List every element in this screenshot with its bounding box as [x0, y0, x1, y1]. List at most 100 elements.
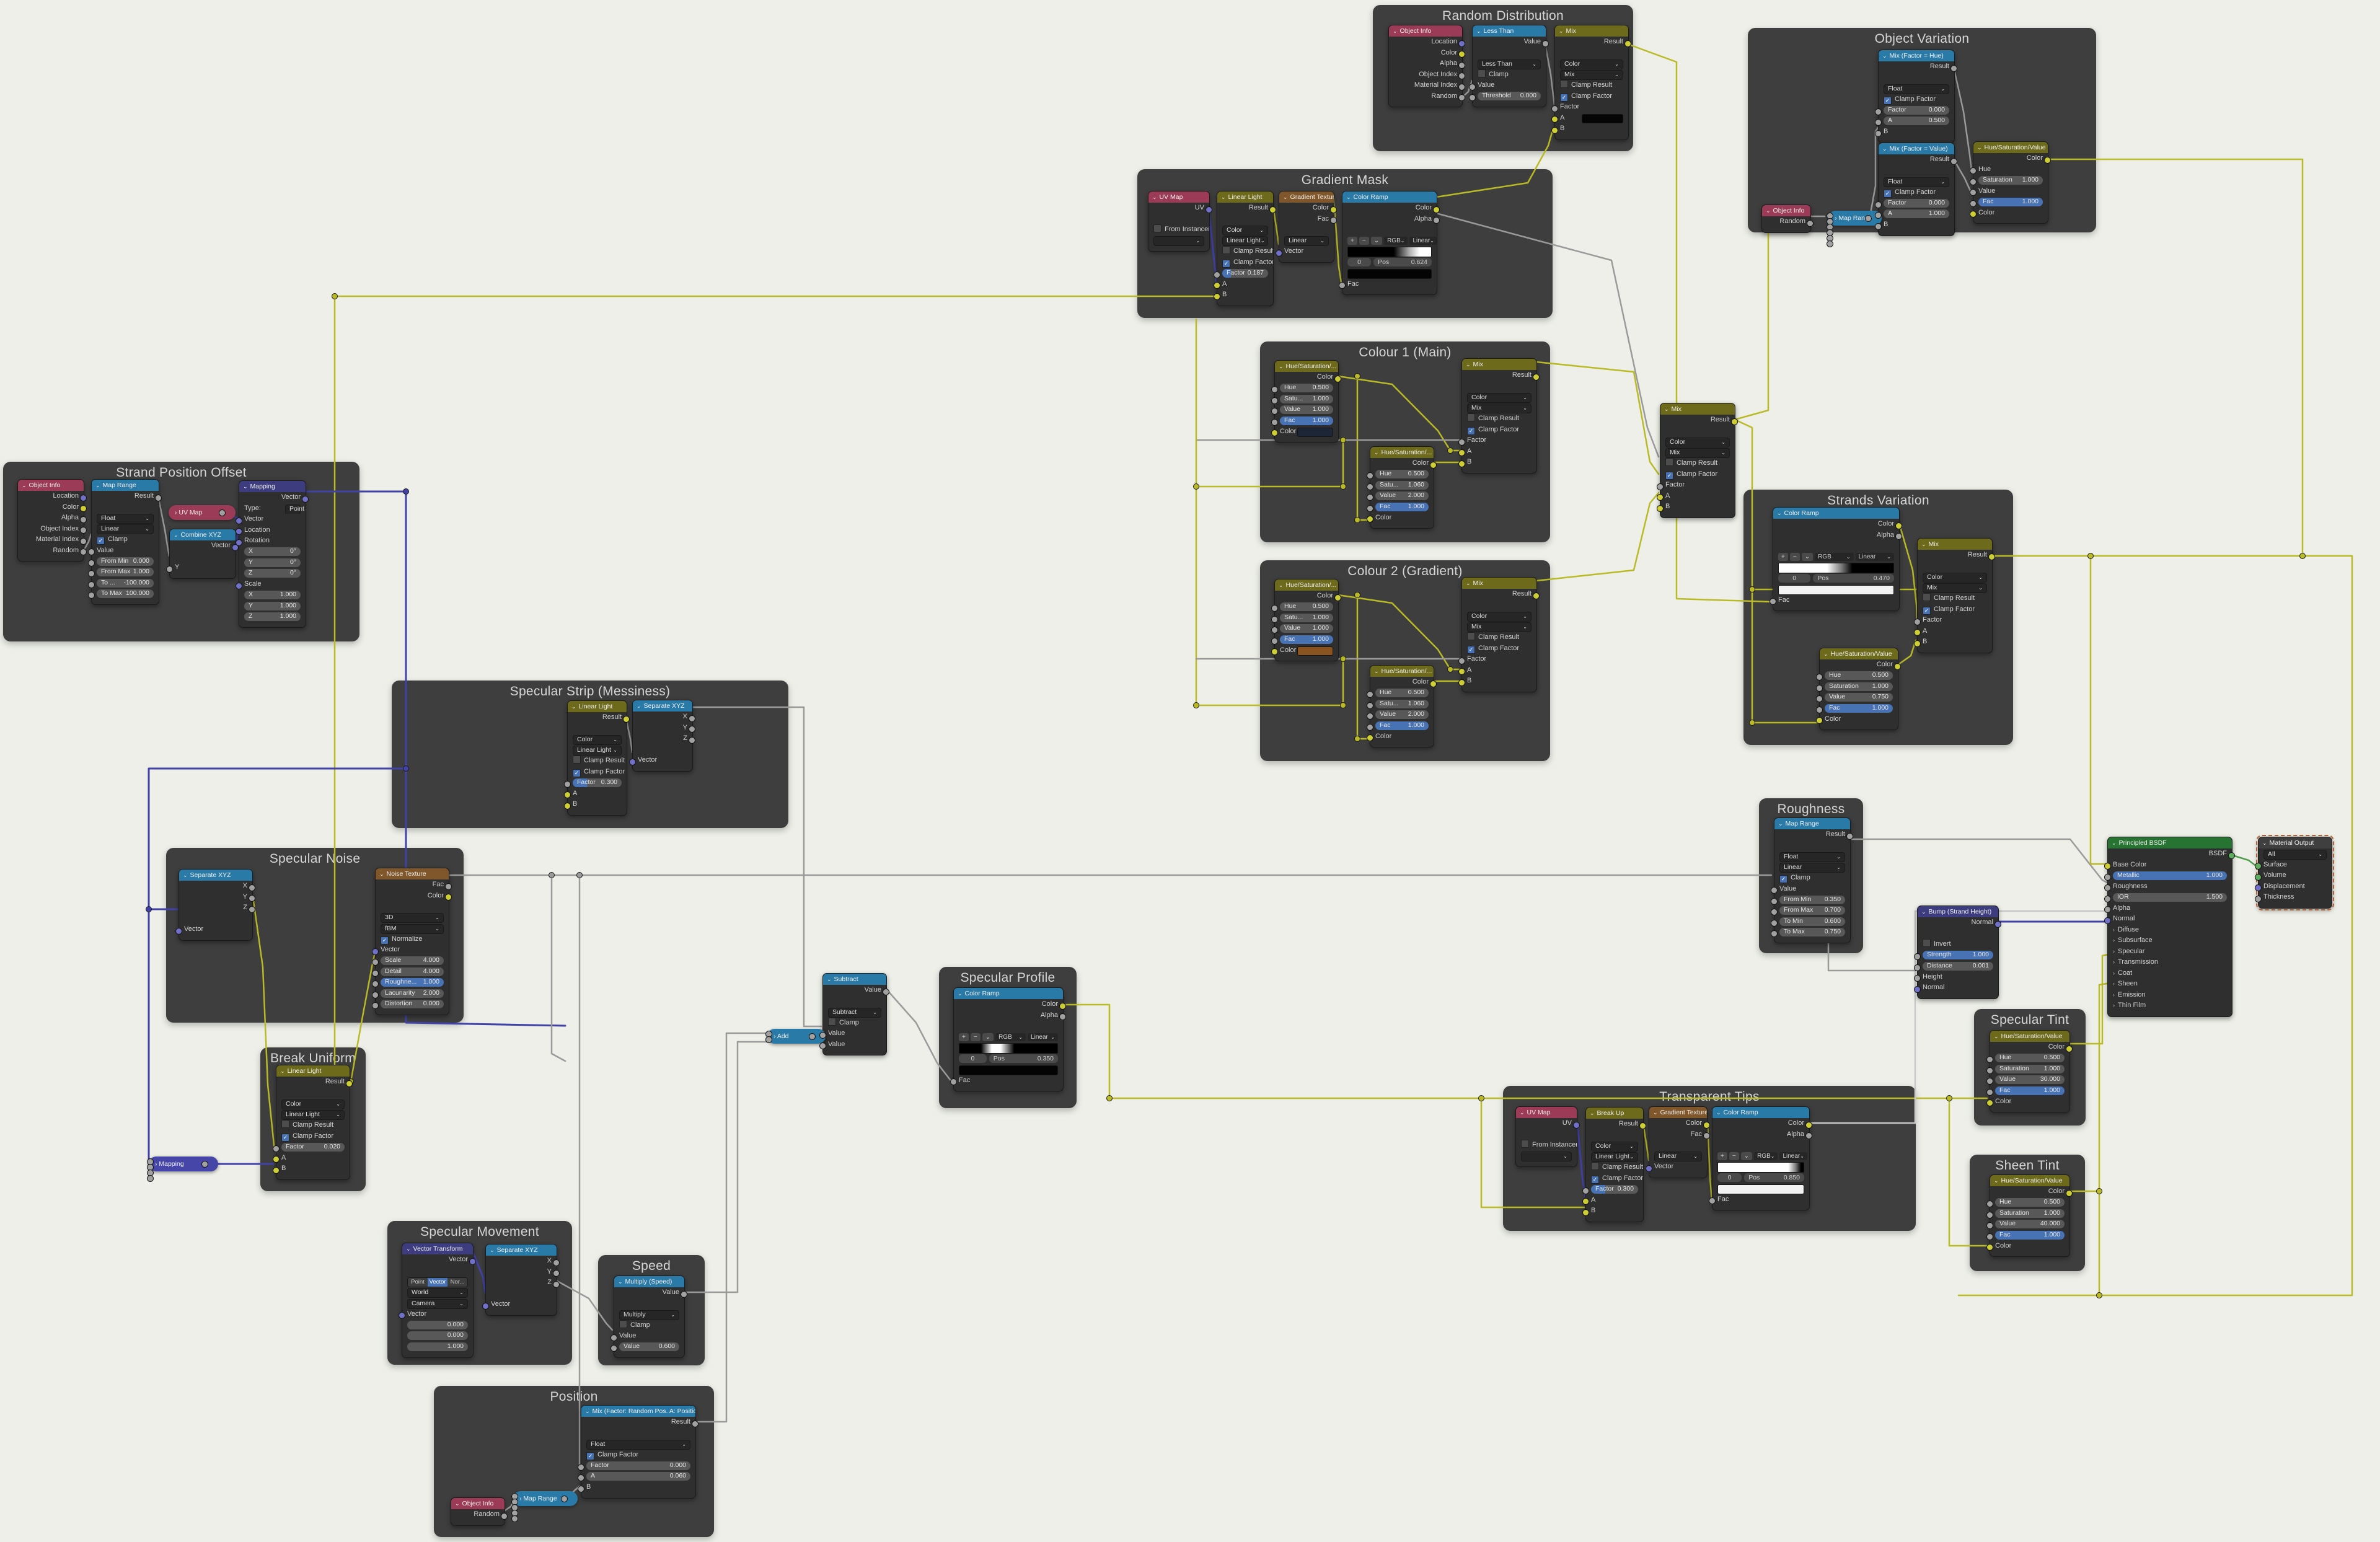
checkbox[interactable]: ✓: [1884, 96, 1892, 105]
collapse-icon[interactable]: ⌄: [1994, 1033, 1999, 1039]
socket[interactable]: [1771, 887, 1778, 894]
socket[interactable]: [1271, 615, 1278, 623]
collapse-icon[interactable]: ⌄: [2112, 840, 2117, 846]
node-header[interactable]: ⌄Hue/Saturation/Value: [1820, 648, 1898, 659]
reroute-node[interactable]: [1354, 373, 1360, 379]
socket[interactable]: [1059, 1013, 1066, 1021]
reroute-node[interactable]: [2096, 1188, 2102, 1194]
socket[interactable]: [1657, 494, 1664, 501]
socket[interactable]: [2255, 884, 2262, 892]
socket[interactable]: [2228, 852, 2235, 859]
socket[interactable]: [1458, 438, 1465, 446]
socket[interactable]: [1805, 1121, 1812, 1129]
socket[interactable]: [1970, 200, 1977, 207]
socket[interactable]: [1731, 418, 1738, 425]
socket[interactable]: [1469, 83, 1476, 90]
value-field[interactable]: Satu...1.060: [1375, 699, 1429, 708]
socket[interactable]: [1639, 1122, 1646, 1129]
add-stop-button[interactable]: +: [1347, 236, 1357, 245]
reroute-node[interactable]: [1478, 1095, 1484, 1101]
socket[interactable]: [1970, 211, 1977, 218]
stop-index-field[interactable]: 0: [959, 1054, 987, 1063]
dropdown[interactable]: Mix⌄: [1665, 448, 1730, 458]
dropdown[interactable]: Color⌄: [281, 1099, 345, 1109]
node-header[interactable]: ⌄Mix (Factor: Random Pos. A: Position): [581, 1406, 695, 1417]
socket[interactable]: [232, 544, 239, 551]
socket[interactable]: [80, 494, 87, 501]
socket[interactable]: [1771, 909, 1778, 916]
socket[interactable]: [1533, 373, 1540, 381]
socket[interactable]: [80, 505, 87, 513]
reroute-node[interactable]: [332, 293, 338, 299]
socket[interactable]: [1458, 83, 1465, 90]
checkbox[interactable]: [619, 1320, 627, 1328]
node-header[interactable]: ⌄Break Up: [1586, 1108, 1643, 1119]
dropdown[interactable]: All⌄: [2263, 849, 2327, 860]
socket[interactable]: [2066, 1045, 2073, 1052]
socket[interactable]: [689, 726, 695, 733]
node-header[interactable]: ⌄Object Info: [451, 1498, 505, 1509]
collapse-icon[interactable]: ⌄: [1778, 821, 1783, 827]
socket[interactable]: [372, 991, 379, 998]
socket[interactable]: [553, 1259, 560, 1266]
node-header[interactable]: ⌄Principled BSDF: [2108, 837, 2232, 848]
collapse-icon[interactable]: ⌄: [379, 871, 384, 877]
socket[interactable]: [1059, 1002, 1066, 1010]
socket[interactable]: [80, 537, 87, 545]
socket[interactable]: [1430, 461, 1437, 469]
socket[interactable]: [578, 1463, 584, 1471]
collapse-icon[interactable]: ⌄: [1590, 1110, 1595, 1116]
color-ramp-gradient[interactable]: [1347, 247, 1432, 257]
value-field[interactable]: 0.000: [407, 1320, 468, 1329]
node-header[interactable]: ⌄Hue/Saturation/Value: [1973, 142, 2048, 153]
collapse-icon[interactable]: ⌄: [1823, 651, 1828, 657]
value-field[interactable]: 1.000: [407, 1342, 468, 1351]
socket[interactable]: [1807, 219, 1814, 227]
socket[interactable]: [1816, 684, 1823, 692]
socket[interactable]: [2255, 895, 2262, 902]
add-stop-button[interactable]: +: [1717, 1152, 1727, 1160]
value-field[interactable]: Roughne...1.000: [381, 978, 444, 987]
socket[interactable]: [564, 791, 571, 799]
socket[interactable]: [1914, 975, 1921, 982]
reroute-node[interactable]: [549, 872, 555, 878]
socket[interactable]: [1458, 657, 1465, 664]
checkbox[interactable]: ✓: [1779, 875, 1787, 883]
remove-stop-button[interactable]: −: [970, 1033, 981, 1041]
socket[interactable]: [1703, 1121, 1710, 1129]
node-header[interactable]: ⌄UV Map: [1516, 1107, 1577, 1118]
collapse-icon[interactable]: ⌄: [1882, 146, 1887, 152]
socket[interactable]: [88, 549, 95, 556]
socket[interactable]: [88, 570, 95, 578]
stop-index-field[interactable]: 0: [1717, 1173, 1742, 1182]
socket[interactable]: [1657, 504, 1664, 512]
dropdown[interactable]: Linear⌄: [1654, 1152, 1702, 1161]
socket[interactable]: [1430, 680, 1437, 687]
socket[interactable]: [1573, 1121, 1580, 1129]
color-ramp-gradient[interactable]: [1778, 563, 1894, 573]
socket[interactable]: [1458, 61, 1465, 69]
